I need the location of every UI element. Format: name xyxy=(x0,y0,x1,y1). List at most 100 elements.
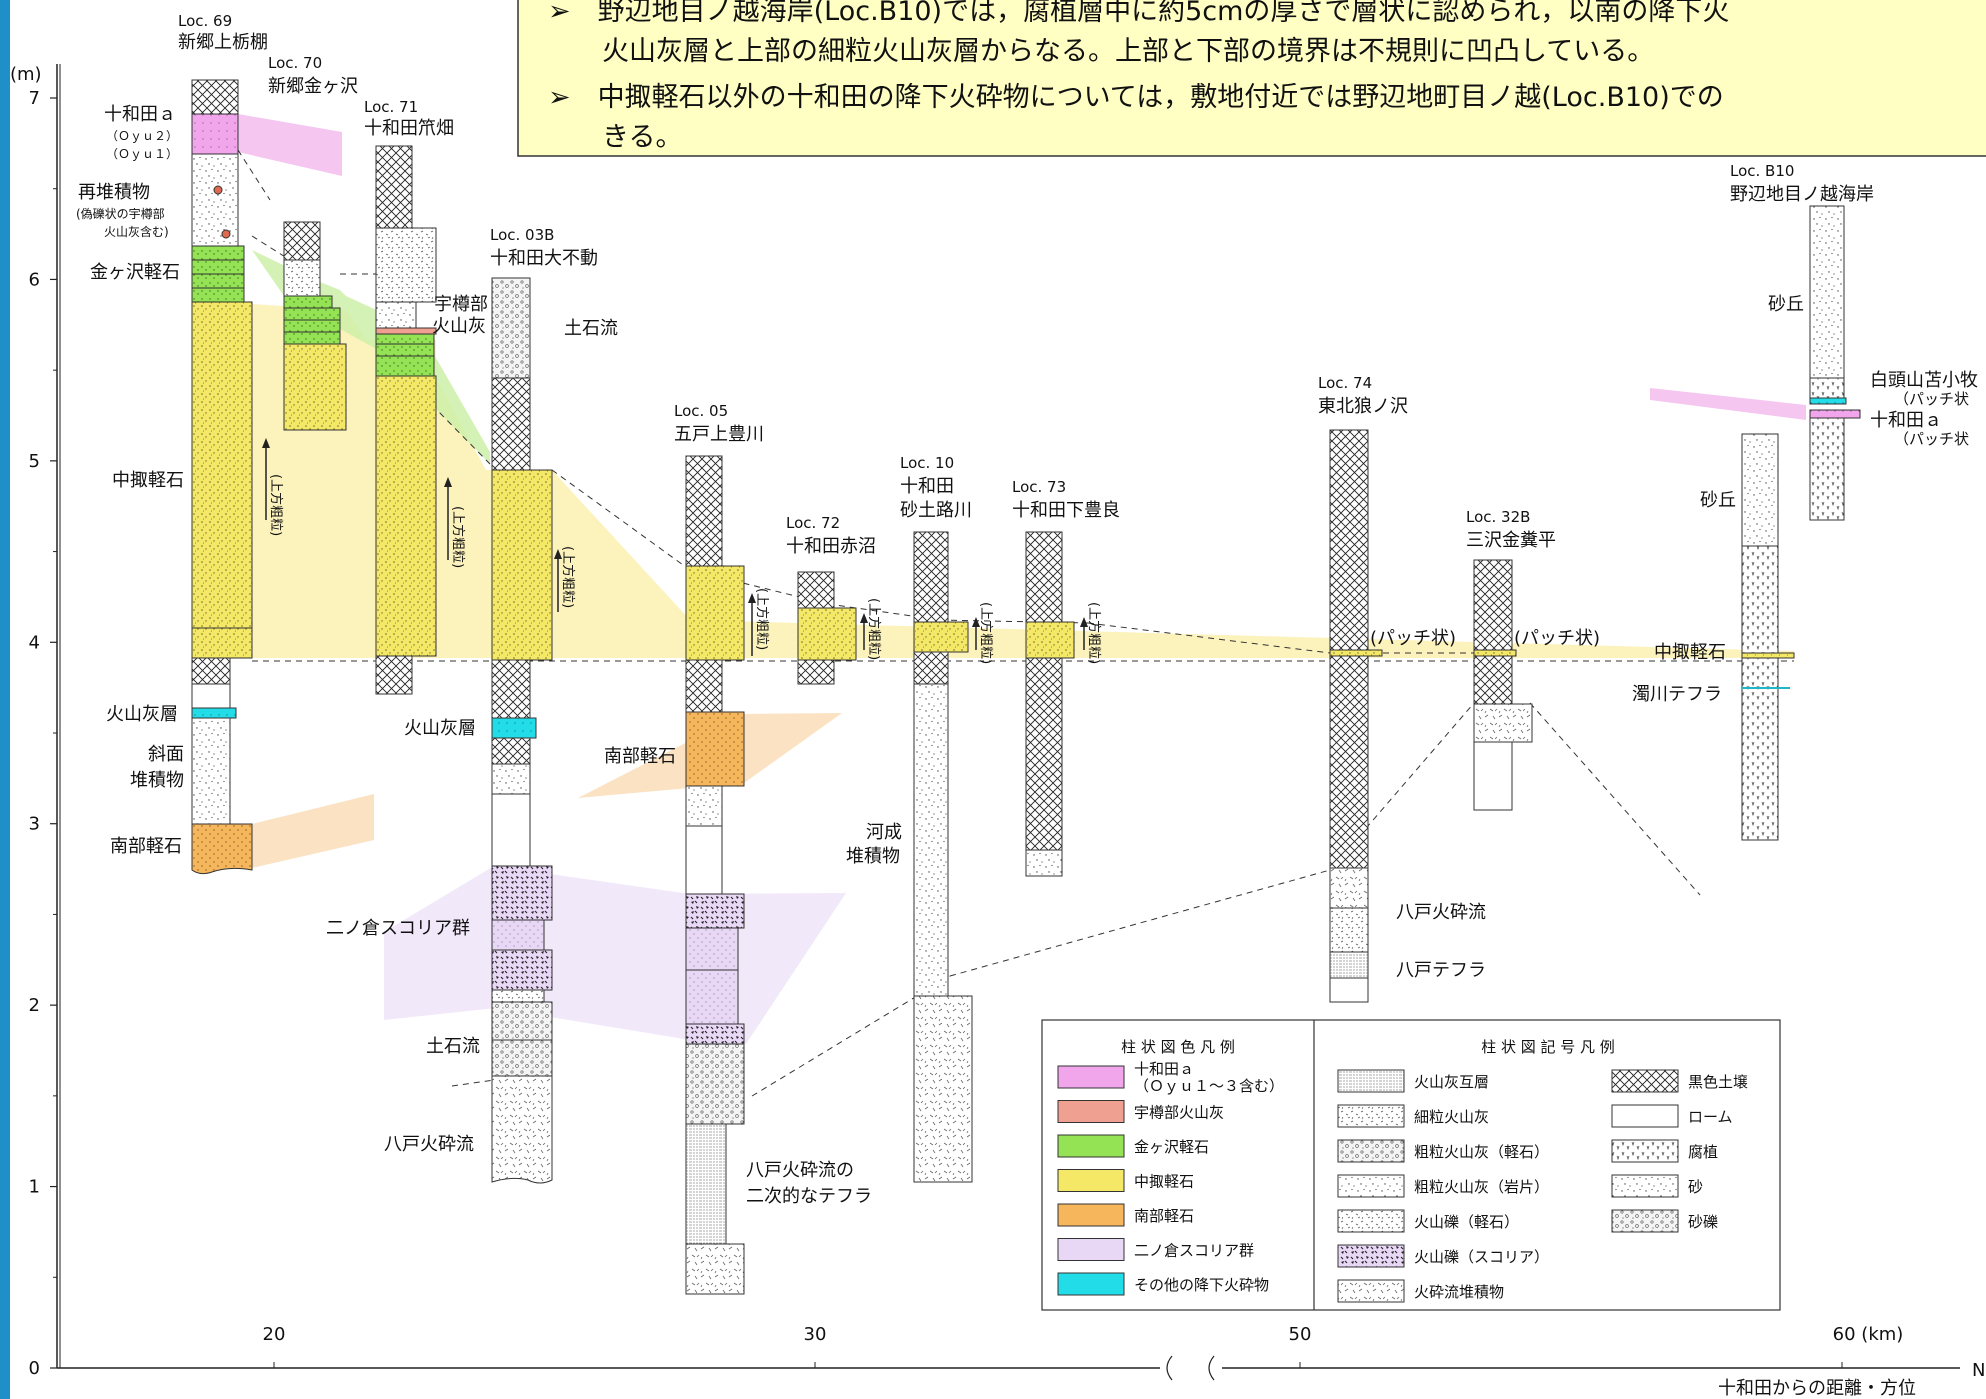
svg-text:Loc. 10: Loc. 10 xyxy=(900,454,954,472)
x-tick-20: 20 xyxy=(263,1324,286,1345)
upward-coarsening-loc-69: (上方粗粒) xyxy=(268,474,284,536)
alternating-ash-icon xyxy=(1337,1069,1405,1093)
towada-a-band-left xyxy=(238,114,342,176)
legend-color-sublabel: （Ｏｙｕ１～３含む） xyxy=(1134,1077,1284,1095)
legend-color-label: 金ヶ沢軽石 xyxy=(1134,1138,1209,1156)
note-line-4: きる。 xyxy=(548,122,682,153)
label-patch-2: (パッチ状) xyxy=(1514,628,1600,649)
loc-72-label: Loc. 72 十和田赤沼 xyxy=(786,514,876,557)
y-tick-label: 3 xyxy=(29,814,40,835)
label-sand-dune-2: 砂丘 xyxy=(1700,490,1736,511)
legend-symbol-label: 火砕流堆積物 xyxy=(1414,1283,1504,1301)
column-loc-b10-upper xyxy=(1809,205,1861,521)
svg-text:Loc. 72: Loc. 72 xyxy=(786,514,840,532)
x-tick-50: 50 xyxy=(1289,1324,1312,1345)
loc-70-label: Loc. 70 新郷金ヶ沢 xyxy=(268,54,358,97)
svg-text:Loc. 32B: Loc. 32B xyxy=(1466,508,1530,526)
upward-coarsening-loc-10: (上方粗粒) xyxy=(978,602,994,664)
legend-symbol-label: 砂 xyxy=(1688,1178,1703,1196)
svg-text:十和田下豊良: 十和田下豊良 xyxy=(1012,500,1120,521)
legend-swatch xyxy=(1057,1134,1125,1158)
svg-text:新郷金ヶ沢: 新郷金ヶ沢 xyxy=(268,76,358,97)
column-loc-74 xyxy=(1329,429,1383,1003)
svg-text:十和田大不動: 十和田大不動 xyxy=(490,248,598,269)
label-chuseri: 中掫軽石 xyxy=(112,470,184,491)
loc-69-label: Loc. 69 新郷上栃棚 xyxy=(178,12,268,53)
gravel-icon xyxy=(1611,1209,1679,1233)
fine-ash-icon xyxy=(1337,1104,1405,1128)
legend-swatch xyxy=(1057,1203,1125,1227)
legend-symbol-label: ローム xyxy=(1688,1108,1733,1126)
label-b-tm-2: （パッチ状 xyxy=(1894,390,1969,408)
legend-symbol-label: 粗粒火山灰（軽石） xyxy=(1414,1143,1549,1161)
legend-color-label: 中掫軽石 xyxy=(1134,1173,1194,1191)
y-tick-label: 4 xyxy=(29,632,40,653)
svg-text:Loc. 03B: Loc. 03B xyxy=(490,226,554,244)
label-volcanic-ash-2: 火山灰層 xyxy=(404,718,476,739)
svg-text:野辺地目ノ越海岸: 野辺地目ノ越海岸 xyxy=(1730,184,1874,205)
label-sand-dune: 砂丘 xyxy=(1768,294,1804,315)
legend-color-label: 十和田ａ xyxy=(1134,1060,1194,1078)
legend-symbol-label: 火山礫（軽石） xyxy=(1414,1213,1519,1231)
svg-text:Loc. 71: Loc. 71 xyxy=(364,98,418,116)
label-chuseri-right: 中掫軽石 xyxy=(1654,642,1726,663)
ninokura-band xyxy=(384,866,846,1044)
sand-icon xyxy=(1611,1174,1679,1198)
x-tick-30: 30 xyxy=(804,1324,827,1345)
label-towada-a-2-sub: （パッチ状 xyxy=(1894,430,1969,448)
svg-text:Loc. 70: Loc. 70 xyxy=(268,54,322,72)
loc-10-label: Loc. 10 十和田 砂土路川 xyxy=(900,454,972,521)
label-reworked: 再堆積物 xyxy=(78,182,150,203)
svg-text:Loc. 73: Loc. 73 xyxy=(1012,478,1066,496)
legend-symbol-label: 火山礫（スコリア） xyxy=(1414,1248,1549,1266)
svg-text:砂土路川: 砂土路川 xyxy=(900,500,972,521)
loc-71-label: Loc. 71 十和田笊畑 xyxy=(364,98,454,139)
legend-symbol-label: 砂礫 xyxy=(1688,1213,1718,1231)
y-tick-label: 2 xyxy=(29,995,40,1016)
black-soil-icon xyxy=(1611,1069,1679,1093)
label-fluvial-2: 堆積物 xyxy=(846,846,900,867)
svg-text:Loc. 69: Loc. 69 xyxy=(178,12,232,30)
svg-text:三沢金糞平: 三沢金糞平 xyxy=(1466,530,1556,551)
label-reworked-sub1: (偽礫状の宇樽部 xyxy=(76,206,165,221)
label-fluvial-1: 河成 xyxy=(866,822,902,843)
label-hachinohe-secondary-2: 二次的なテフラ xyxy=(746,1186,872,1207)
label-hachinohe-secondary-1: 八戸火砕流の xyxy=(746,1160,854,1181)
layer-labels: 十和田ａ （Ｏｙｕ２） （Ｏｙｕ１） 再堆積物 (偽礫状の宇樽部 火山灰含む) … xyxy=(76,104,1978,1207)
upward-coarsening-loc-05: (上方粗粒) xyxy=(754,588,770,650)
legend-swatch xyxy=(1057,1100,1125,1123)
label-hachinohe-pf-2: 八戸火砕流 xyxy=(1396,902,1486,923)
legend-swatch xyxy=(1057,1169,1125,1192)
legend-symbol-label: 粗粒火山灰（岩片） xyxy=(1414,1178,1549,1196)
y-tick-label: 0 xyxy=(29,1358,40,1379)
correlation-dashed-lines xyxy=(237,149,1794,1097)
upward-coarsening-loc-72: (上方粗粒) xyxy=(866,598,882,660)
upward-coarsening-loc-71: (上方粗粒) xyxy=(450,506,466,568)
legend-symbols: 火山灰互層細粒火山灰粗粒火山灰（軽石）粗粒火山灰（岩片）火山礫（軽石）火山礫（ス… xyxy=(1337,1069,1748,1303)
column-loc-03b xyxy=(491,277,562,1184)
loam-icon xyxy=(1611,1104,1679,1128)
y-tick-label: 5 xyxy=(29,451,40,472)
legend-symbol-label: 火山灰互層 xyxy=(1414,1073,1489,1091)
column-loc-10 xyxy=(913,531,980,1183)
legend-color-label: 宇樽部火山灰 xyxy=(1134,1104,1224,1122)
legend-color-label: 二ノ倉スコリア群 xyxy=(1134,1242,1254,1260)
legend-swatch xyxy=(1057,1065,1125,1089)
x-axis-title: 十和田からの距離・方位 xyxy=(1718,1378,1916,1399)
legend-swatch xyxy=(1057,1238,1125,1261)
label-reworked-sub2: 火山灰含む) xyxy=(104,224,169,239)
loc-03b-label: Loc. 03B 十和田大不動 xyxy=(490,226,598,269)
x-axis: 20 30 50 60 (km) N 十和田からの距離・方位 xyxy=(57,1324,1985,1399)
upward-coarsening-loc-03b: (上方粗粒) xyxy=(560,546,576,608)
label-debris-flow-2: 土石流 xyxy=(426,1036,480,1057)
legend-symbol-title: 柱 状 図 記 号 凡 例 xyxy=(1481,1038,1615,1056)
column-loc-69 xyxy=(191,79,270,875)
label-slope-2: 堆積物 xyxy=(130,770,184,791)
x-tick-60: 60 (km) xyxy=(1833,1324,1904,1345)
towada-a-band-right xyxy=(1650,388,1806,420)
column-loc-70 xyxy=(283,221,347,431)
label-utarube-2: 火山灰 xyxy=(432,316,486,337)
lapilli-pumice-icon xyxy=(1337,1209,1405,1233)
legend-color-label: 南部軽石 xyxy=(1134,1207,1194,1225)
